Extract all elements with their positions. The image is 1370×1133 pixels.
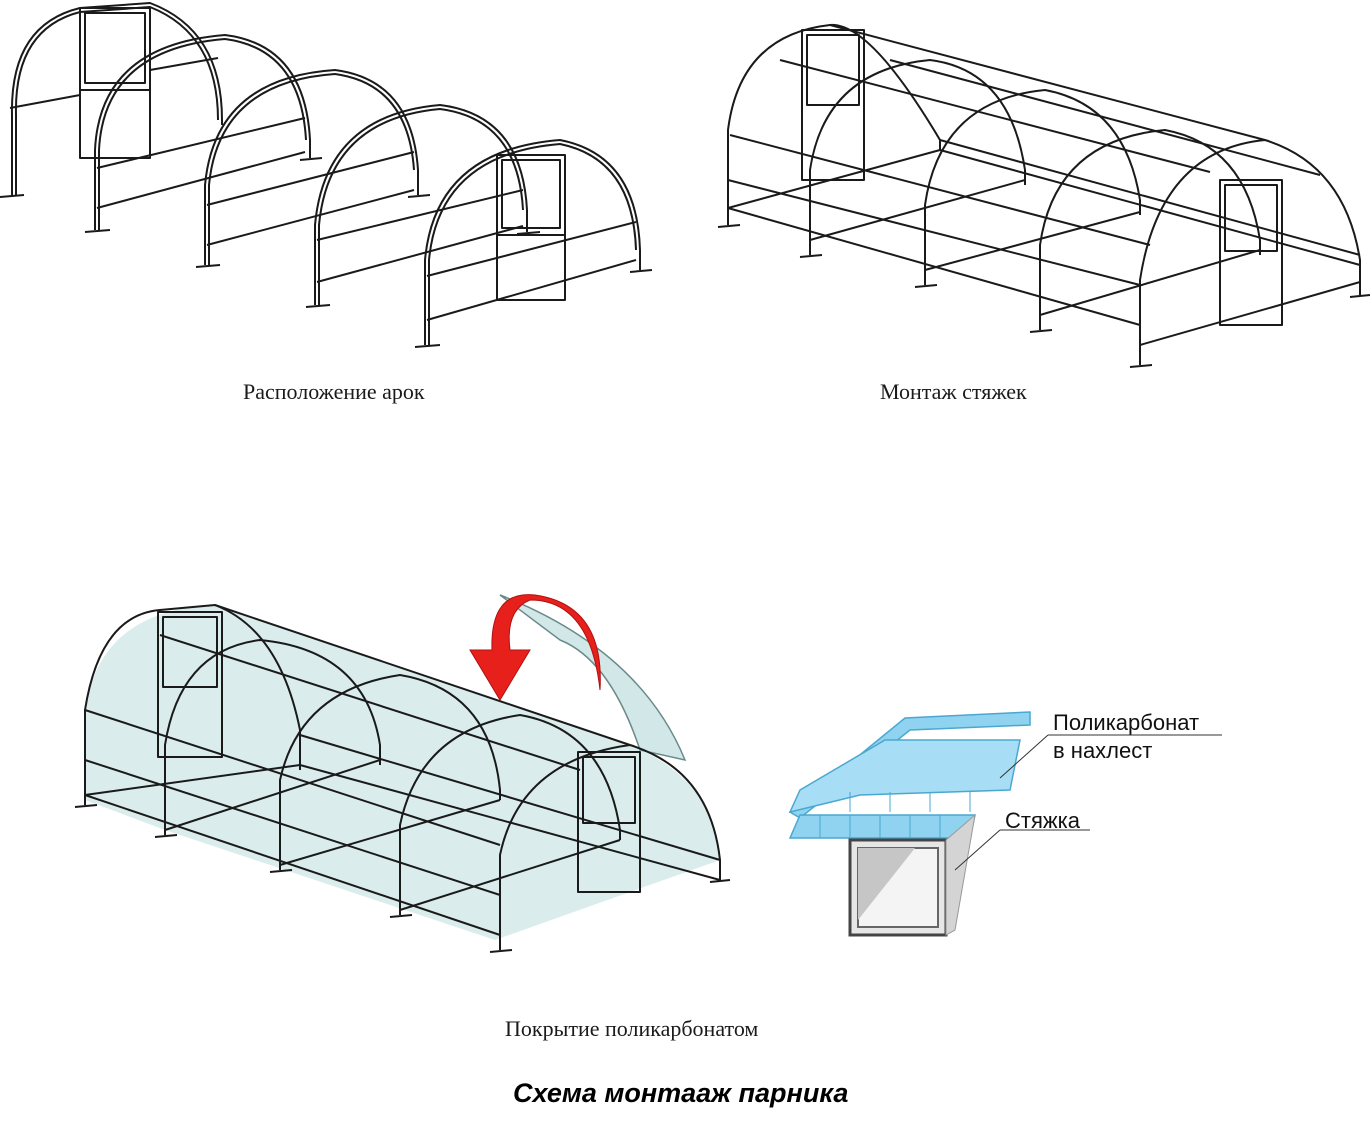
caption-ties: Монтаж стяжек bbox=[880, 379, 1027, 404]
caption-arches: Расположение арок bbox=[243, 379, 425, 404]
covering-illustration bbox=[74, 594, 731, 953]
label-tie: Стяжка bbox=[1005, 808, 1080, 833]
overlap-detail bbox=[788, 711, 1222, 937]
glass-cover bbox=[85, 605, 720, 940]
arch-5 bbox=[414, 139, 653, 348]
polycarbonate-sheet bbox=[499, 594, 687, 762]
red-arrow bbox=[469, 594, 601, 701]
arch-3 bbox=[195, 69, 431, 268]
arch-1 bbox=[0, 2, 223, 198]
diagram-title: Схема монтааж парника bbox=[513, 1078, 849, 1108]
ties-illustration bbox=[717, 23, 1370, 368]
caption-covering: Покрытие поликарбонатом bbox=[505, 1016, 759, 1041]
label-polycarbonate-line1: Поликарбонат bbox=[1053, 710, 1200, 735]
arch-4 bbox=[305, 104, 541, 308]
arch-2 bbox=[84, 34, 323, 233]
label-polycarbonate-line2: в нахлест bbox=[1053, 738, 1153, 763]
arches-illustration bbox=[0, 2, 653, 348]
